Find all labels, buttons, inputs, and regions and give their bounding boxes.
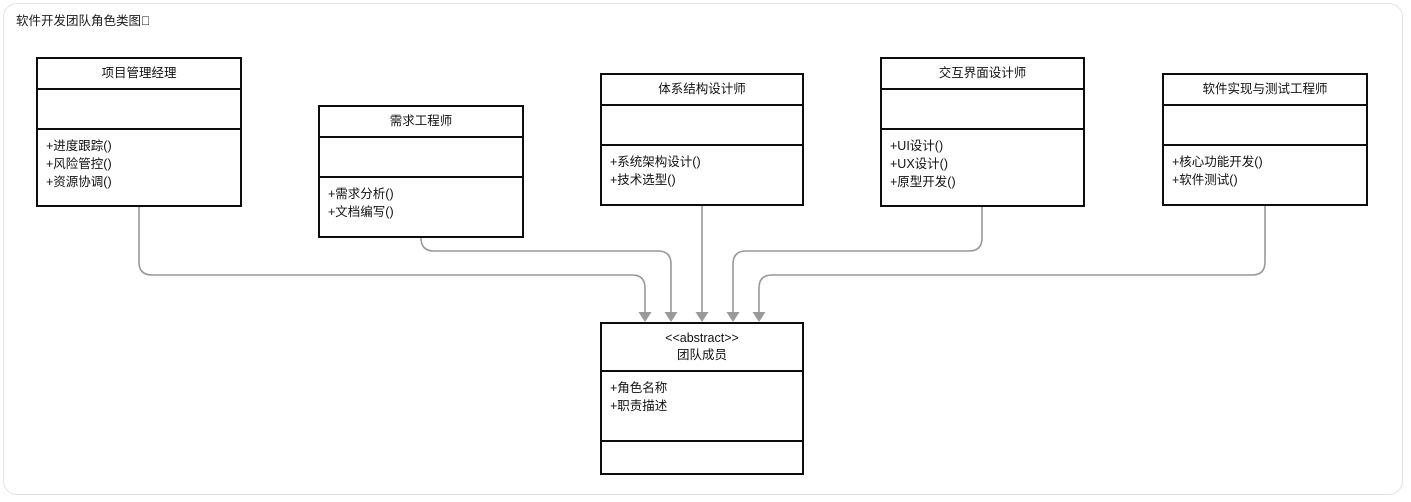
uml-class-header-requirements-engineer: 需求工程师 [320, 107, 522, 138]
uml-class-name-implementation-test-engineer: 软件实现与测试工程师 [1202, 82, 1328, 96]
uml-attributes-implementation-test-engineer [1164, 106, 1366, 146]
uml-methods-implementation-test-engineer: +核心功能开发() +软件测试() [1164, 146, 1366, 204]
uml-class-header-project-manager: 项目管理经理 [38, 59, 240, 90]
uml-class-name-project-manager: 项目管理经理 [101, 66, 177, 80]
uml-method: +进度跟踪() [46, 139, 112, 153]
uml-attribute: +角色名称 [610, 381, 668, 395]
uml-class-name-architecture-designer: 体系结构设计师 [658, 82, 746, 96]
uml-methods-team-member [602, 442, 802, 473]
uml-attributes-requirements-engineer [320, 138, 522, 178]
uml-class-header-architecture-designer: 体系结构设计师 [602, 75, 802, 106]
uml-attributes-architecture-designer [602, 106, 802, 146]
uml-method: +原型开发() [890, 175, 956, 189]
uml-method: +风险管控() [46, 157, 112, 171]
uml-attributes-ui-designer [882, 90, 1083, 130]
diagram-title: 软件开发团队角色类图  [16, 14, 151, 28]
uml-attribute: +职责描述 [610, 399, 668, 413]
uml-class-header-ui-designer: 交互界面设计师 [882, 59, 1083, 90]
uml-method: +软件测试() [1172, 173, 1238, 187]
uml-methods-architecture-designer: +系统架构设计() +技术选型() [602, 146, 802, 204]
uml-attributes-project-manager [38, 90, 240, 130]
uml-class-requirements-engineer[interactable]: 需求工程师 +需求分析() +文档编写() [318, 105, 524, 238]
uml-method: +需求分析() [328, 187, 394, 201]
uml-method: +UX设计() [890, 157, 948, 171]
uml-class-header-team-member: <<abstract>> 团队成员 [602, 324, 802, 372]
uml-class-header-implementation-test-engineer: 软件实现与测试工程师 [1164, 75, 1366, 106]
uml-method: +UI设计() [890, 139, 944, 153]
uml-class-name-ui-designer: 交互界面设计师 [938, 66, 1027, 80]
uml-method: +系统架构设计() [610, 155, 701, 169]
uml-class-architecture-designer[interactable]: 体系结构设计师 +系统架构设计() +技术选型() [600, 73, 804, 206]
uml-class-implementation-test-engineer[interactable]: 软件实现与测试工程师 +核心功能开发() +软件测试() [1162, 73, 1368, 206]
uml-method: +文档编写() [328, 205, 394, 219]
uml-class-project-manager[interactable]: 项目管理经理 +进度跟踪() +风险管控() +资源协调() [36, 57, 242, 207]
uml-class-ui-designer[interactable]: 交互界面设计师 +UI设计() +UX设计() +原型开发() [880, 57, 1085, 207]
uml-method: +技术选型() [610, 173, 676, 187]
uml-attributes-team-member: +角色名称 +职责描述 [602, 372, 802, 442]
uml-class-name-requirements-engineer: 需求工程师 [389, 114, 453, 128]
uml-methods-requirements-engineer: +需求分析() +文档编写() [320, 178, 522, 236]
uml-stereotype-team-member: <<abstract>> [665, 331, 739, 345]
uml-method: +核心功能开发() [1172, 155, 1263, 169]
uml-class-team-member[interactable]: <<abstract>> 团队成员 +角色名称 +职责描述 [600, 322, 804, 475]
uml-method: +资源协调() [46, 175, 112, 189]
uml-methods-ui-designer: +UI设计() +UX设计() +原型开发() [882, 130, 1083, 205]
uml-methods-project-manager: +进度跟踪() +风险管控() +资源协调() [38, 130, 240, 205]
uml-class-name-team-member: 团队成员 [676, 348, 727, 362]
